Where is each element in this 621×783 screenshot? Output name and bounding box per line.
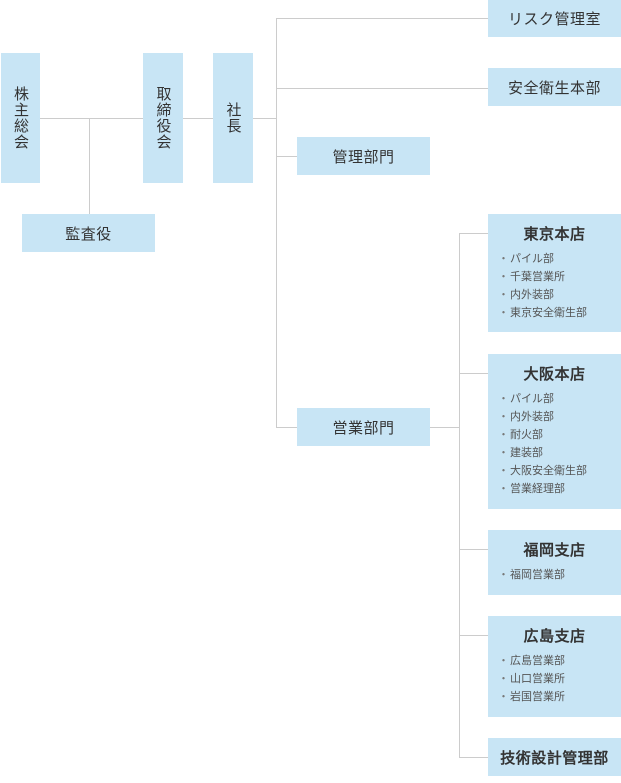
branch-fukuoka: 福岡支店 ・福岡営業部: [488, 530, 621, 595]
bullet-mark: ・: [498, 252, 509, 265]
connector-tokyo: [459, 233, 488, 234]
dept-label: パイル部: [510, 252, 554, 265]
safety-hq-box: 安全衛生本部: [488, 68, 621, 106]
dept-item: ・千葉営業所: [498, 268, 621, 286]
bullet-mark: ・: [498, 410, 509, 423]
dept-label: 営業経理部: [510, 482, 565, 495]
dept-label: 福岡営業部: [510, 568, 565, 581]
branch-title: 福岡支店: [523, 541, 586, 559]
dept-label: 山口営業所: [510, 672, 565, 685]
connector-sales-trunk: [430, 427, 460, 428]
dept-item: ・営業経理部: [498, 480, 621, 498]
dept-item: ・耐火部: [498, 426, 621, 444]
branch-title: 大阪本店: [523, 365, 586, 383]
sales-division-label: 営業部門: [332, 418, 395, 437]
connector-branch-trunk: [459, 233, 460, 758]
connector-president-trunk: [253, 118, 276, 119]
connector-auditor: [89, 118, 90, 214]
connector-main-trunk: [276, 18, 277, 428]
branch-hiroshima: 広島支店 ・広島営業部 ・山口営業所 ・岩国営業所: [488, 616, 621, 717]
dept-item: ・パイル部: [498, 390, 621, 408]
bullet-mark: ・: [498, 654, 509, 667]
dept-label: 千葉営業所: [510, 270, 565, 283]
branch-osaka: 大阪本店 ・パイル部 ・内外装部 ・耐火部 ・建装部 ・大阪安全衛生部 ・営業経…: [488, 354, 621, 509]
connector-fukuoka: [459, 549, 488, 550]
shareholders-label: 株主総会: [12, 86, 30, 150]
dept-item: ・内外装部: [498, 408, 621, 426]
dept-item: ・建装部: [498, 444, 621, 462]
bullet-mark: ・: [498, 568, 509, 581]
dept-item: ・東京安全衛生部: [498, 304, 621, 322]
dept-label: パイル部: [510, 392, 554, 405]
branch-dept-list: ・パイル部 ・千葉営業所 ・内外装部 ・東京安全衛生部: [488, 250, 621, 322]
president-box: 社長: [213, 53, 253, 183]
dept-item: ・岩国営業所: [498, 688, 621, 706]
connector-admin: [276, 156, 297, 157]
bullet-mark: ・: [498, 392, 509, 405]
branch-dept-list: ・福岡営業部: [488, 566, 621, 584]
sales-division-box: 営業部門: [297, 408, 430, 446]
tech-design-box: 技術設計管理部: [488, 738, 621, 776]
connector-shareholders-board: [40, 118, 143, 119]
connector-sales: [276, 427, 297, 428]
connector-board-president: [183, 118, 213, 119]
auditor-label: 監査役: [65, 224, 112, 243]
president-label: 社長: [224, 102, 243, 134]
dept-item: ・大阪安全衛生部: [498, 462, 621, 480]
branch-dept-list: ・パイル部 ・内外装部 ・耐火部 ・建装部 ・大阪安全衛生部 ・営業経理部: [488, 390, 621, 498]
branch-dept-list: ・広島営業部 ・山口営業所 ・岩国営業所: [488, 652, 621, 706]
dept-item: ・福岡営業部: [498, 566, 621, 584]
dept-label: 岩国営業所: [510, 690, 565, 703]
dept-item: ・パイル部: [498, 250, 621, 268]
dept-label: 広島営業部: [510, 654, 565, 667]
dept-item: ・広島営業部: [498, 652, 621, 670]
dept-item: ・内外装部: [498, 286, 621, 304]
bullet-mark: ・: [498, 672, 509, 685]
connector-safety: [276, 88, 488, 89]
bullet-mark: ・: [498, 482, 509, 495]
dept-label: 大阪安全衛生部: [510, 464, 587, 477]
board-box: 取締役会: [143, 53, 183, 183]
risk-management-box: リスク管理室: [488, 0, 621, 37]
auditor-box: 監査役: [22, 214, 155, 252]
dept-label: 内外装部: [510, 410, 554, 423]
admin-division-label: 管理部門: [332, 147, 395, 166]
tech-design-label: 技術設計管理部: [500, 748, 609, 767]
connector-risk: [276, 18, 488, 19]
board-label: 取締役会: [154, 86, 173, 150]
connector-osaka: [459, 373, 488, 374]
dept-label: 耐火部: [510, 428, 543, 441]
risk-management-label: リスク管理室: [507, 10, 601, 28]
dept-label: 内外装部: [510, 288, 554, 301]
admin-division-box: 管理部門: [297, 137, 430, 175]
dept-item: ・山口営業所: [498, 670, 621, 688]
bullet-mark: ・: [498, 288, 509, 301]
safety-hq-label: 安全衛生本部: [507, 78, 601, 97]
bullet-mark: ・: [498, 464, 509, 477]
bullet-mark: ・: [498, 270, 509, 283]
shareholders-box: 株主総会: [1, 53, 40, 183]
branch-tokyo: 東京本店 ・パイル部 ・千葉営業所 ・内外装部 ・東京安全衛生部: [488, 214, 621, 332]
branch-title: 東京本店: [523, 225, 586, 243]
bullet-mark: ・: [498, 446, 509, 459]
dept-label: 東京安全衛生部: [510, 306, 587, 319]
connector-hiroshima: [459, 635, 488, 636]
branch-title: 広島支店: [523, 627, 586, 645]
dept-label: 建装部: [510, 446, 543, 459]
bullet-mark: ・: [498, 428, 509, 441]
connector-tech: [459, 757, 488, 758]
bullet-mark: ・: [498, 306, 509, 319]
bullet-mark: ・: [498, 690, 509, 703]
